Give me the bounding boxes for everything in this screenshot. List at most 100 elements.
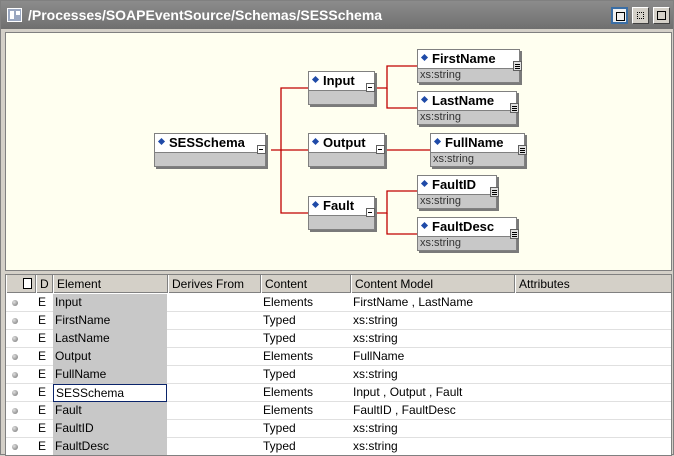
row-content-model[interactable]: xs:string [353, 439, 398, 453]
column-header-derives-from[interactable]: Derives From [168, 275, 261, 293]
diagram-node-sesschema[interactable]: SESSchema [154, 133, 266, 167]
element-icon [434, 138, 442, 146]
diagram-node-faultdesc[interactable]: FaultDesc xs:string [417, 217, 519, 251]
attributes-list-icon[interactable] [510, 103, 519, 113]
row-content[interactable]: Typed [263, 439, 296, 453]
row-attributes[interactable] [515, 312, 671, 330]
table-row[interactable]: E FirstName Typed xs:string [6, 312, 671, 330]
row-derives-from[interactable] [168, 312, 261, 330]
column-header-content[interactable]: Content [261, 275, 351, 293]
column-header-element[interactable]: Element [53, 275, 168, 293]
column-header-content-model[interactable]: Content Model [351, 275, 515, 293]
collapse-icon[interactable] [376, 145, 385, 154]
row-derives-from[interactable] [168, 294, 261, 312]
row-content[interactable]: Elements [263, 403, 314, 417]
elements-grid: D Element Derives From Content Content M… [5, 274, 672, 456]
diagram-node-fullname[interactable]: FullName xs:string [430, 133, 527, 167]
row-element[interactable]: FaultDesc [53, 438, 167, 455]
row-content[interactable]: Elements [263, 349, 314, 363]
collapse-icon[interactable] [366, 83, 375, 92]
table-row[interactable]: E SESSchema Elements Input , Output , Fault [6, 384, 671, 402]
row-content[interactable]: Typed [263, 313, 296, 327]
row-content-model[interactable]: xs:string [353, 367, 398, 381]
status-dot-icon [12, 426, 18, 432]
row-element[interactable]: SESSchema [53, 384, 167, 402]
collapse-icon[interactable] [257, 145, 266, 154]
tree-view-button[interactable] [611, 7, 628, 24]
row-content-model[interactable]: xs:string [353, 331, 398, 345]
row-status-cell [10, 312, 20, 330]
row-content-model[interactable]: xs:string [353, 313, 398, 327]
row-content[interactable]: Elements [263, 295, 314, 309]
diagram-node-firstname[interactable]: FirstName xs:string [417, 49, 522, 83]
row-content-model[interactable]: FullName [353, 349, 405, 363]
row-element[interactable]: FullName [53, 366, 167, 384]
diagram-node-fault[interactable]: Fault [308, 196, 375, 230]
row-content[interactable]: Typed [263, 331, 296, 345]
row-kind: E [38, 385, 47, 399]
diagram-node-lastname[interactable]: LastName xs:string [417, 91, 519, 125]
table-row[interactable]: E Output Elements FullName [6, 348, 671, 366]
row-derives-from[interactable] [168, 420, 261, 438]
row-element[interactable]: FaultID [53, 420, 167, 438]
row-attributes[interactable] [515, 402, 671, 420]
row-status-cell [10, 420, 20, 438]
row-content-model[interactable]: xs:string [353, 421, 398, 435]
row-derives-from[interactable] [168, 348, 261, 366]
row-element[interactable]: FirstName [53, 312, 167, 330]
row-attributes[interactable] [515, 348, 671, 366]
column-header-attributes[interactable]: Attributes [515, 275, 671, 293]
row-attributes[interactable] [515, 294, 671, 312]
row-attributes[interactable] [515, 330, 671, 348]
row-derives-from[interactable] [168, 366, 261, 384]
row-content-model[interactable]: FaultID , FaultDesc [353, 403, 456, 417]
maximize-button[interactable] [653, 7, 670, 24]
row-derives-from[interactable] [168, 402, 261, 420]
row-attributes[interactable] [515, 420, 671, 438]
attributes-list-icon[interactable] [513, 61, 522, 71]
row-derives-from[interactable] [168, 438, 261, 455]
row-content-model[interactable]: Input , Output , Fault [353, 385, 463, 399]
column-header-d[interactable]: D [36, 275, 53, 293]
column-header-doc[interactable] [6, 275, 36, 293]
row-derives-from[interactable] [168, 330, 261, 348]
grid-view-button[interactable] [632, 7, 649, 24]
row-attributes[interactable] [515, 384, 671, 402]
row-element[interactable]: Input [53, 294, 167, 312]
row-element[interactable]: LastName [53, 330, 167, 348]
connector-fault-faultid [377, 190, 418, 214]
collapse-icon[interactable] [366, 208, 375, 217]
row-kind: E [38, 313, 47, 327]
connector-input-lastname [386, 88, 418, 109]
connector-input-firstname [377, 65, 418, 89]
diagram-node-input[interactable]: Input [308, 71, 375, 105]
row-element[interactable]: Output [53, 348, 167, 366]
row-content[interactable]: Elements [263, 385, 314, 399]
row-kind: E [38, 349, 47, 363]
row-content[interactable]: Typed [263, 421, 296, 435]
attributes-list-icon[interactable] [510, 229, 519, 239]
diagram-node-output[interactable]: Output [308, 133, 385, 167]
table-row[interactable]: E FullName Typed xs:string [6, 366, 671, 384]
attributes-list-icon[interactable] [518, 145, 527, 155]
status-dot-icon [12, 300, 18, 306]
row-derives-from[interactable] [168, 384, 261, 402]
attributes-list-icon[interactable] [490, 187, 499, 197]
window-title: /Processes/SOAPEventSource/Schemas/SESSc… [28, 7, 383, 23]
diagram-node-faultid[interactable]: FaultID xs:string [417, 175, 499, 209]
connector-root-input [271, 87, 311, 151]
row-kind: E [38, 295, 47, 309]
row-content[interactable]: Typed [263, 367, 296, 381]
row-kind: E [38, 367, 47, 381]
row-element[interactable]: Fault [53, 402, 167, 420]
table-row[interactable]: E Input Elements FirstName , LastName [6, 294, 671, 312]
element-icon [312, 138, 320, 146]
row-content-model[interactable]: FirstName , LastName [353, 295, 474, 309]
row-attributes[interactable] [515, 438, 671, 455]
status-dot-icon [12, 336, 18, 342]
row-attributes[interactable] [515, 366, 671, 384]
